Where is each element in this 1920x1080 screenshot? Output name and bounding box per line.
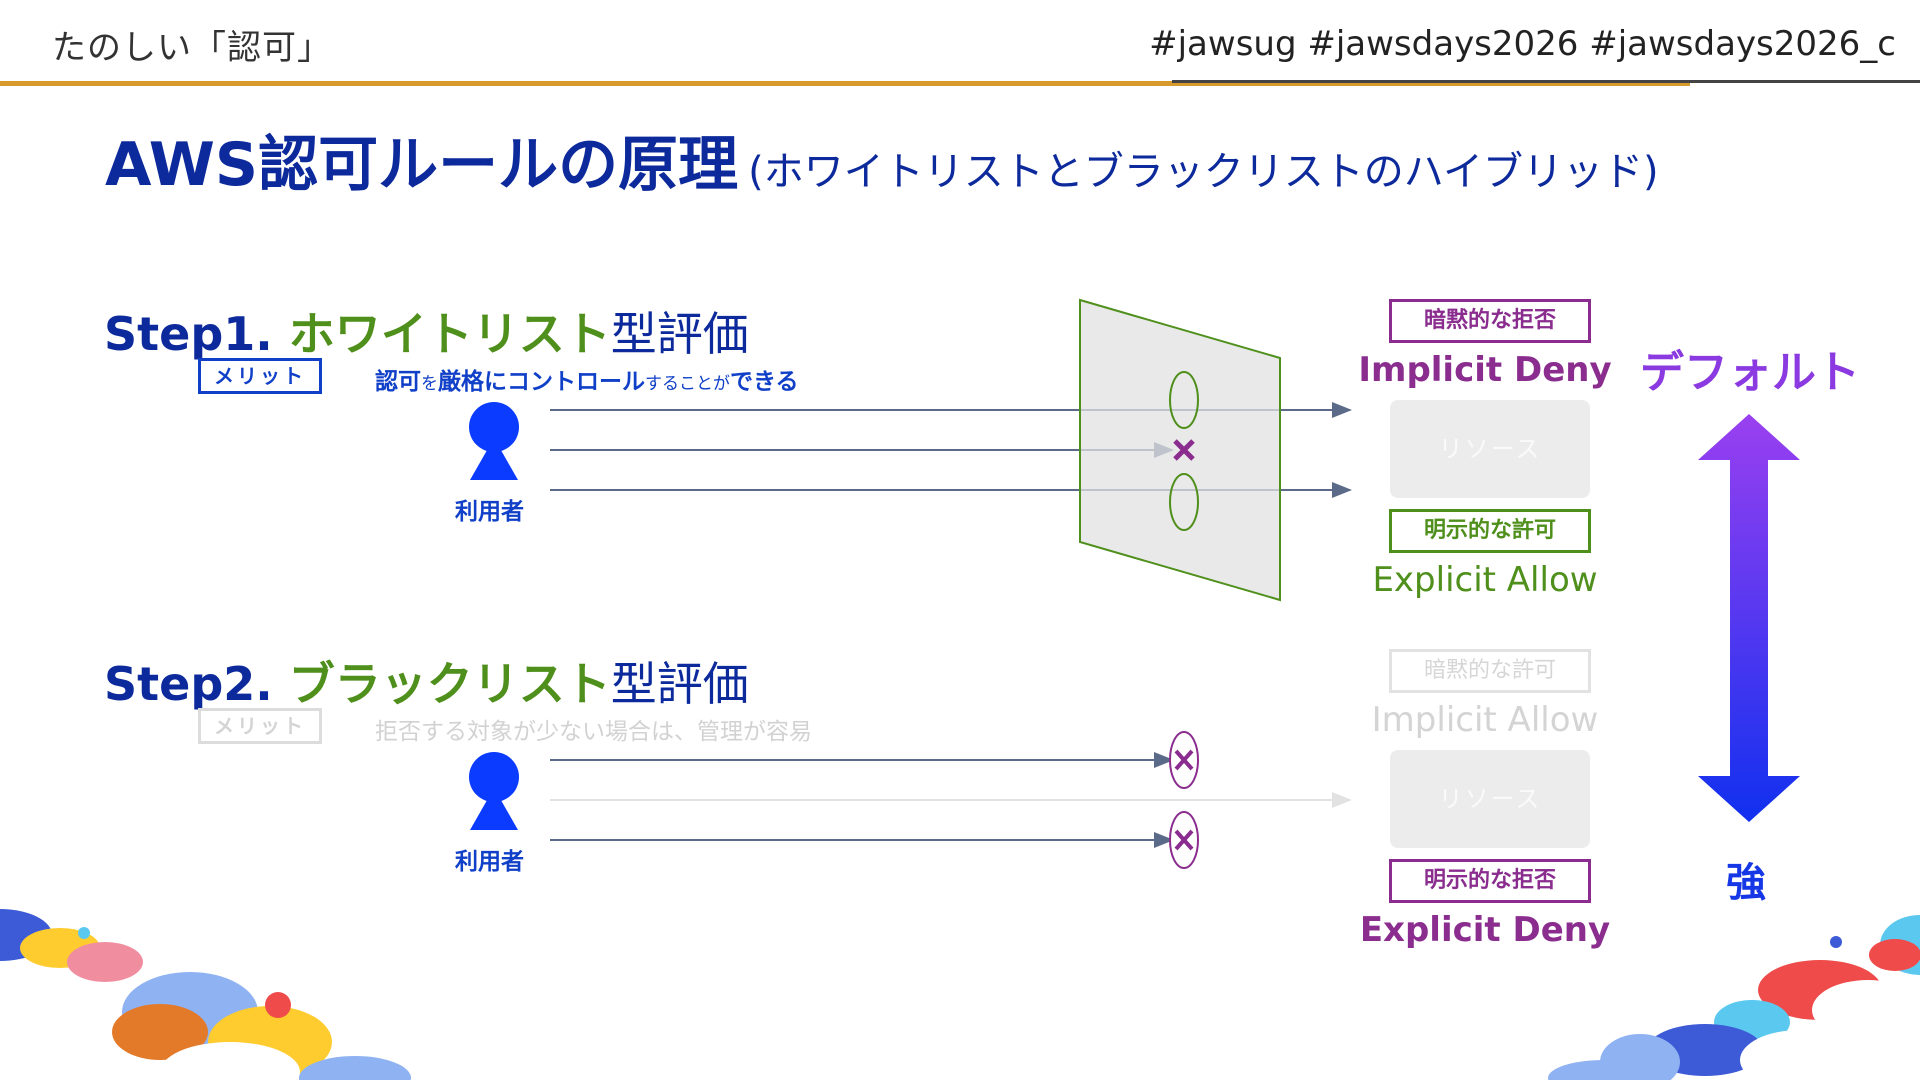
step1-prefix: Step1.	[104, 307, 289, 361]
implicit-allow-tag: 暗黙的な許可	[1389, 649, 1591, 693]
step2-user-label: 利用者	[455, 849, 524, 875]
slide-title-main: AWS認可ルールの原理	[105, 130, 739, 200]
step2-highlight: ブラックリスト	[288, 657, 611, 711]
step1-merit-text-2: を	[421, 374, 438, 394]
step1-merit-text-1: 認可	[375, 369, 421, 395]
slide-title-subtitle: (ホワイトリストとブラックリストのハイブリッド)	[748, 149, 1659, 195]
explicit-deny-tag: 明示的な拒否	[1389, 859, 1591, 903]
strength-scale-arrow	[1698, 414, 1800, 822]
step1-merit-text-5: できる	[730, 369, 799, 395]
filter-hole-top	[1169, 371, 1199, 429]
implicit-allow-label: Implicit Allow	[1371, 700, 1599, 740]
step2-suffix: 型評価	[610, 657, 749, 711]
explicit-deny-label: Explicit Deny	[1359, 910, 1611, 950]
step1-merit-text-4: することが	[645, 374, 730, 394]
step1-heading: Step1. ホワイトリスト型評価	[104, 298, 749, 364]
section-title: たのしい「認可」	[52, 28, 332, 68]
slide-title: AWS認可ルールの原理(ホワイトリストとブラックリストのハイブリッド)	[105, 116, 1659, 203]
implicit-deny-tag: 暗黙的な拒否	[1389, 299, 1591, 343]
blacklist-deny-x-icon-bottom	[1169, 811, 1199, 869]
decorative-clouds-left	[0, 909, 411, 1080]
scale-default-label: デフォルト	[1640, 347, 1860, 398]
header-rule-orange	[0, 81, 1690, 86]
step2-heading: Step2. ブラックリスト型評価	[104, 648, 749, 714]
decorative-clouds-right	[1548, 915, 1920, 1080]
step1-merit-badge: メリット	[198, 358, 322, 394]
implicit-deny-label: Implicit Deny	[1358, 350, 1612, 390]
step2-prefix: Step2.	[104, 657, 289, 711]
step2-merit-badge: メリット	[198, 708, 322, 744]
step1-user-icon	[469, 402, 519, 480]
step1-suffix: 型評価	[610, 307, 749, 361]
step1-merit-text-3: 厳格にコントロール	[438, 369, 645, 395]
filter-hole-bottom	[1169, 473, 1199, 531]
hashtags: #jawsug #jawsdays2026 #jawsdays2026_c	[1149, 24, 1896, 64]
scale-strong-label: 強	[1726, 860, 1766, 906]
step2-merit-text: 拒否する対象が少ない場合は、管理が容易	[375, 719, 812, 745]
step1-user-label: 利用者	[455, 499, 524, 525]
step1-merit-text: 認可を厳格にコントロールすることができる	[375, 362, 799, 396]
step2-user-icon	[469, 752, 519, 830]
blocked-x-icon	[1173, 439, 1195, 461]
blacklist-deny-x-icon-top	[1169, 731, 1199, 789]
step1-highlight: ホワイトリスト	[288, 307, 611, 361]
whitelist-filter-panel	[1079, 298, 1281, 602]
resource-box-1: リソース	[1390, 400, 1590, 498]
explicit-allow-label: Explicit Allow	[1372, 560, 1598, 600]
explicit-allow-tag: 明示的な許可	[1389, 509, 1591, 553]
resource-box-2: リソース	[1390, 750, 1590, 848]
header-rule-dark	[1172, 80, 1920, 83]
